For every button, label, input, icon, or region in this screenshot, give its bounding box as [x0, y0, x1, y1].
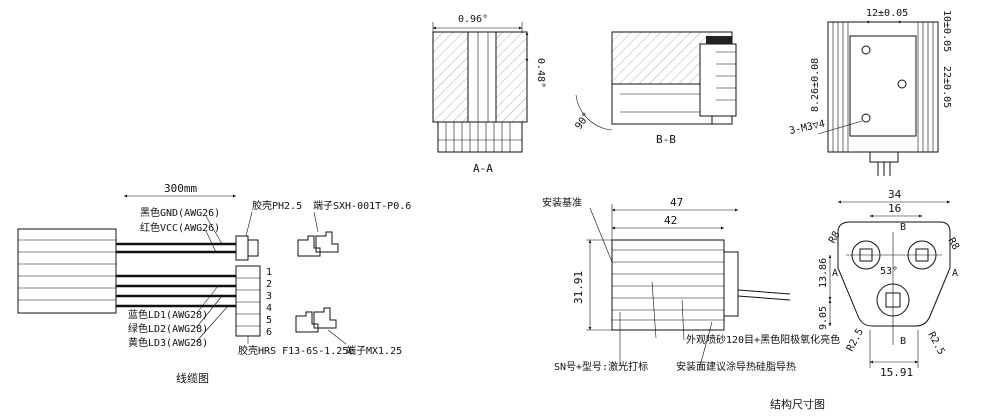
radius-r2-5-left: R2.5 [845, 327, 866, 353]
note-sn: SN号+型号:激光打标 [554, 360, 648, 373]
mounting-hole [861, 45, 871, 55]
terminal-bottom-label: 端子MX1.25 [346, 344, 402, 357]
note-finish: 外观喷砂120目+黑色阳极氧化亮色 [686, 333, 840, 346]
label-a-left: A [832, 268, 838, 279]
radius-r8-right: R8 [945, 236, 961, 252]
dim-31-91: 31.91 [572, 271, 585, 304]
dim-15-91: 15.91 [880, 366, 913, 379]
mounting-hole [897, 79, 907, 89]
wire-label-ld2: 绿色LD2(AWG28) [128, 322, 208, 335]
radius-r8-left: R8 [827, 230, 843, 246]
laser-module-body [17, 228, 117, 314]
section-bb-view: 90° B-B [573, 31, 737, 146]
wire-label-vcc: 红色VCC(AWG26) [140, 221, 220, 234]
label-a-right: A [952, 268, 958, 279]
pin-4: 4 [266, 303, 272, 314]
side-view: 安装基准 47 42 31.91 外观喷砂120目+黑色阳极氧化亮色 SN号+型… [542, 196, 840, 373]
structure-caption: 结构尺寸图 [770, 397, 825, 411]
angle-53: 53° [880, 266, 898, 277]
front-view: 34 16 B B A A R8 R8 53° 13.86 9.05 R2.5 … [770, 188, 961, 411]
dim-angle-top: 0.96° [458, 14, 488, 25]
dim-10: 10±0.05 [941, 10, 952, 52]
connector-bottom-label: 胶壳HRS F13-6S-1.25C [238, 344, 354, 357]
connector-hrs [235, 265, 261, 337]
top-view: 12±0.05 10±0.05 22±0.05 8.26±0.08 3-M3▽4 [788, 8, 952, 176]
terminal-mx125 [295, 311, 319, 333]
datum-label: 安装基准 [542, 196, 582, 209]
mounting-hole [861, 113, 871, 123]
dim-47: 47 [670, 196, 683, 209]
section-bb-caption: B-B [656, 133, 676, 146]
module-side-body [611, 239, 725, 331]
note-mount: 安装面建议涂导热硅脂导热 [676, 360, 796, 373]
dim-13-86: 13.86 [818, 258, 829, 288]
wire-label-ld3: 黄色LD3(AWG28) [128, 336, 208, 349]
pin-6: 6 [266, 327, 272, 338]
label-b-top: B [900, 222, 906, 233]
cable-length: 300mm [164, 182, 197, 195]
dim-9-05: 9.05 [818, 306, 829, 330]
dim-angle-side: 0.48° [535, 58, 546, 88]
pin-3: 3 [266, 291, 272, 302]
section-aa-caption: A-A [473, 162, 493, 175]
cable-view: 300mm 黑色GND(AWG26) 红色VCC(AWG26) 蓝色LD1(AW… [17, 182, 411, 385]
connector-top-label: 胶壳PH2.5 [252, 199, 302, 212]
pin-1: 1 [266, 267, 272, 278]
section-aa-view: 0.96° 0.48° A-A [432, 14, 546, 175]
radius-r2-5-right: R2.5 [925, 330, 946, 356]
dim-8-26: 8.26±0.08 [810, 58, 821, 112]
thread-callout: 3-M3▽4 [788, 119, 826, 137]
label-b-bottom: B [900, 336, 906, 347]
dim-22: 22±0.05 [941, 66, 952, 108]
pin-5: 5 [266, 315, 272, 326]
dim-16: 16 [888, 202, 901, 215]
terminal-top-label: 端子SXH-001T-P0.6 [313, 199, 411, 212]
dim-angle-90: 90° [573, 111, 592, 132]
connector-ph25 [235, 235, 249, 261]
dim-12: 12±0.05 [866, 8, 908, 19]
front-body-outline [837, 221, 951, 327]
cable-caption: 线缆图 [176, 371, 209, 385]
terminal-sxh [297, 235, 321, 257]
pin-2: 2 [266, 279, 272, 290]
wire-label-ld1: 蓝色LD1(AWG28) [128, 308, 208, 321]
dim-34: 34 [888, 188, 902, 201]
wire-label-gnd: 黑色GND(AWG26) [140, 206, 220, 219]
dim-42: 42 [664, 214, 677, 227]
